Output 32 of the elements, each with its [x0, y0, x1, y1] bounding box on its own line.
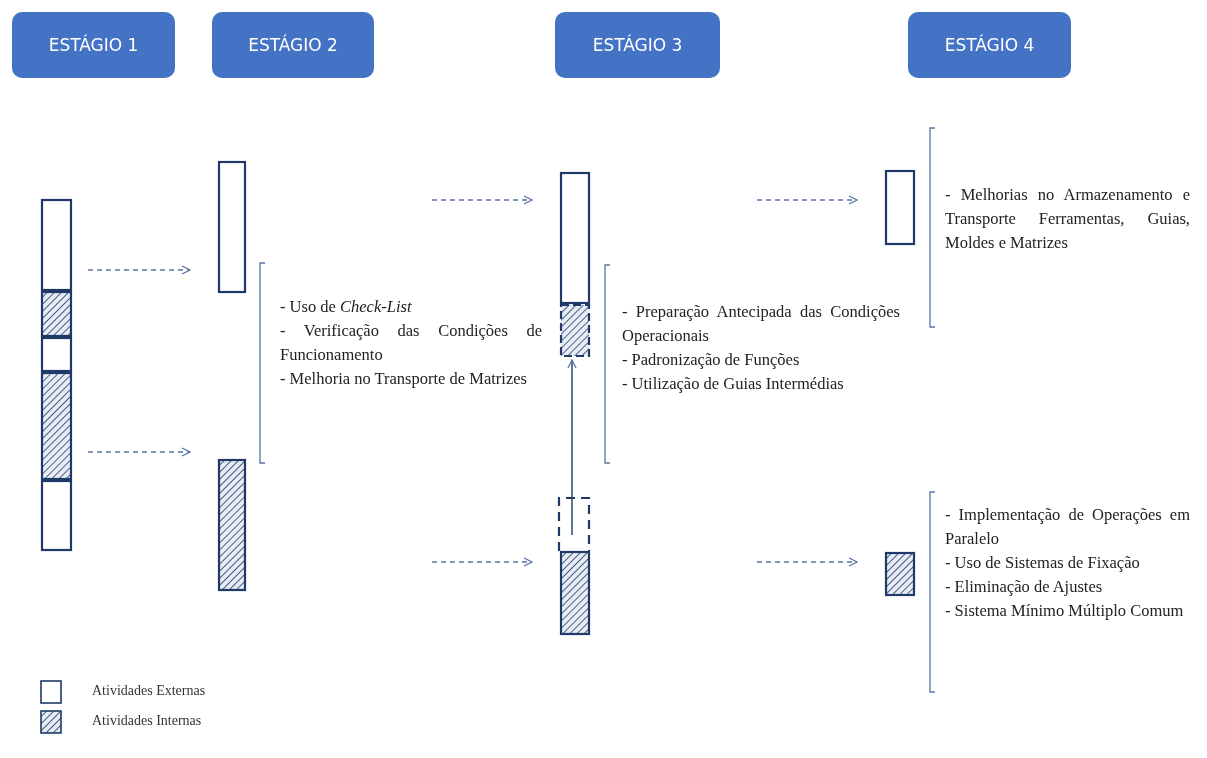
internal-activity-bar — [885, 552, 915, 596]
arrow — [431, 195, 533, 205]
arrow — [431, 557, 533, 567]
bullet-text: - Implementação de Operações em Paralelo — [945, 504, 1190, 550]
external-activity-bar — [218, 161, 246, 293]
arrow — [756, 557, 858, 567]
arrow — [87, 265, 191, 275]
stage-header: ESTÁGIO 3 — [555, 12, 720, 78]
bullet-text: - Melhorias no Armazenamento e Transporte Ferramentas, Guias, Moldes e Matrizes — [945, 184, 1190, 254]
bullet-text: - Sistema Mínimo Múltiplo Comum — [945, 600, 1185, 622]
bullet-text: - Uso de Check-List — [280, 296, 413, 318]
arrow — [567, 359, 577, 536]
stage-header: ESTÁGIO 1 — [12, 12, 175, 78]
external-activity-bar — [885, 170, 915, 245]
internal-activity-bar — [218, 459, 246, 591]
activity-bar — [560, 172, 590, 357]
bullet-text: - Preparação Antecipada das Condições Operacionais — [622, 301, 900, 347]
bullet-text: - Melhoria no Transporte de Matrizes — [280, 368, 528, 390]
internal-activity-bar — [560, 551, 590, 635]
moved-activity-outline — [558, 497, 590, 551]
legend-text: Atividades Internas — [92, 713, 202, 729]
bullet-text: - Eliminação de Ajustes — [945, 576, 1104, 598]
stage-header: ESTÁGIO 2 — [212, 12, 374, 78]
bullet-text: - Padronização de Funções — [622, 349, 801, 371]
arrow — [87, 447, 191, 457]
arrow — [756, 195, 858, 205]
bullet-text: - Verificação das Condições de Funcionamento — [280, 320, 542, 366]
bullet-text: - Utilização de Guias Intermédias — [622, 373, 845, 395]
bullet-text: - Uso de Sistemas de Fixação — [945, 552, 1141, 574]
legend-text: Atividades Externas — [92, 683, 206, 699]
stage-header: ESTÁGIO 4 — [908, 12, 1071, 78]
activity-bar — [41, 199, 72, 551]
